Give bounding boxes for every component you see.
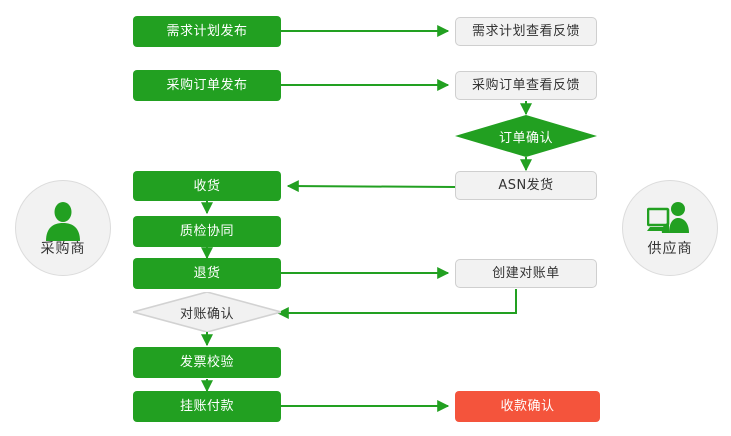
- node-receipt-confirm[interactable]: 收款确认: [455, 391, 600, 422]
- node-order-confirm[interactable]: 订单确认: [455, 115, 597, 157]
- node-po-publish[interactable]: 采购订单发布: [133, 70, 281, 101]
- actor-supplier-label: 供应商: [647, 240, 693, 257]
- node-statement-confirm-label: 对账确认: [179, 306, 234, 322]
- actor-buyer-label: 采购商: [40, 240, 86, 257]
- node-payment-posting[interactable]: 挂账付款: [133, 391, 281, 422]
- node-return-goods[interactable]: 退货: [133, 258, 281, 289]
- edge-asn-receipt: [286, 180, 456, 193]
- actor-supplier[interactable]: 供应商: [622, 180, 718, 276]
- diamond-shape: [133, 292, 281, 332]
- person-at-computer-icon: [647, 201, 689, 233]
- edge-stmt-confirm: [276, 289, 517, 319]
- node-demand-plan-publish[interactable]: 需求计划发布: [133, 16, 281, 47]
- actor-buyer[interactable]: 采购商: [15, 180, 111, 276]
- node-statement-confirm[interactable]: 对账确认: [133, 292, 281, 332]
- node-create-statement[interactable]: 创建对账单: [455, 259, 597, 288]
- node-demand-plan-feedback[interactable]: 需求计划查看反馈: [455, 17, 597, 46]
- node-order-confirm-label: 订单确认: [498, 130, 553, 146]
- node-goods-receipt[interactable]: 收货: [133, 171, 281, 201]
- node-po-feedback[interactable]: 采购订单查看反馈: [455, 71, 597, 100]
- person-icon: [46, 201, 80, 241]
- node-quality-collab[interactable]: 质检协同: [133, 216, 281, 247]
- node-asn-shipment[interactable]: ASN发货: [455, 171, 597, 200]
- diamond-shape: [455, 115, 597, 157]
- node-invoice-check[interactable]: 发票校验: [133, 347, 281, 378]
